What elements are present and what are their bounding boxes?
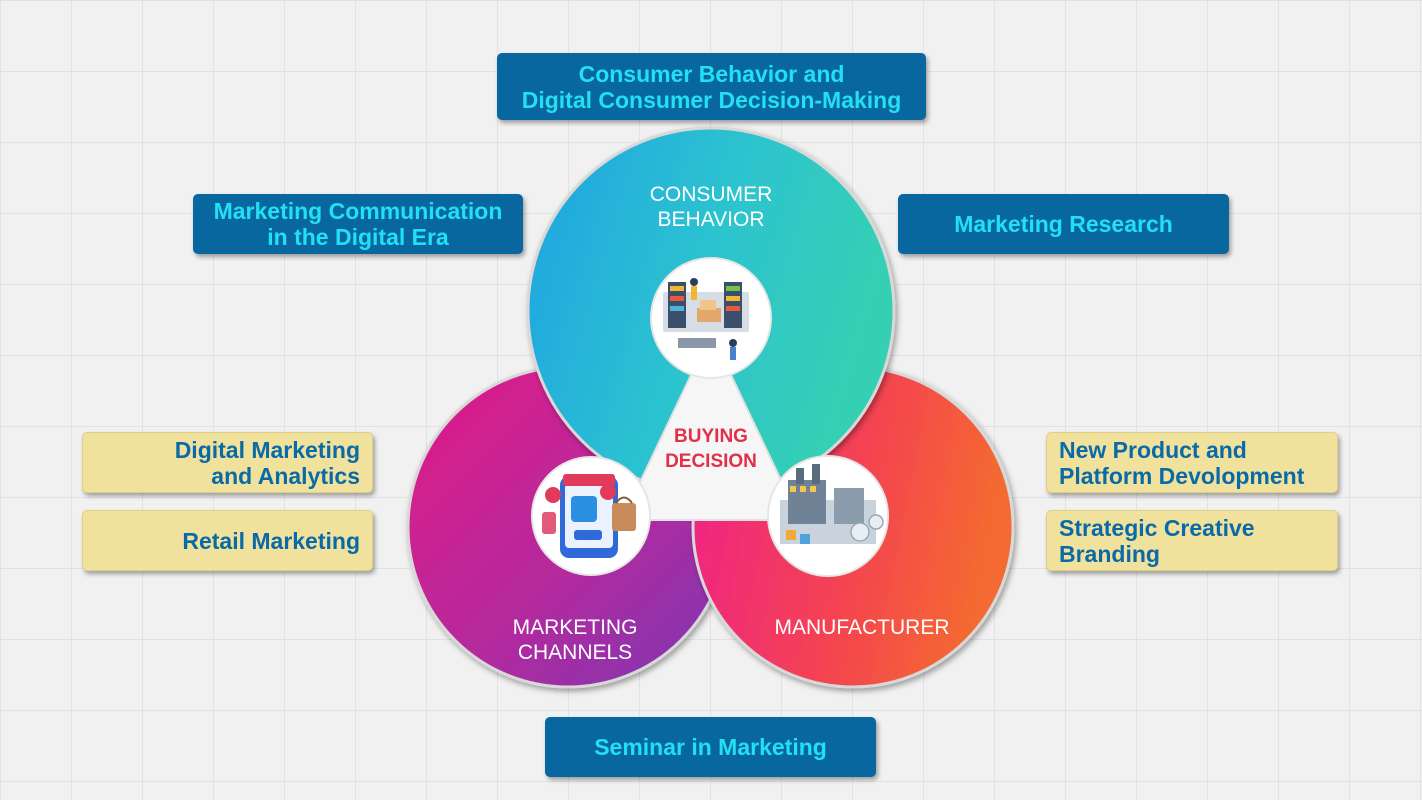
- course-top-line1: Consumer Behavior and: [578, 60, 845, 87]
- course-left-2-line1: Retail Marketing: [182, 527, 360, 554]
- course-right-2-line1: Strategic Creative: [1059, 514, 1255, 541]
- supermarket-shoppers-icon: [650, 257, 772, 379]
- channels-label-line1: MARKETING: [513, 616, 638, 639]
- course-right-2-line2: Branding: [1059, 540, 1160, 567]
- course-top-line2: Digital Consumer Decision-Making: [521, 86, 902, 113]
- course-left-2: Retail Marketing: [82, 510, 373, 571]
- course-upper-left: Marketing Communication in the Digital E…: [193, 194, 523, 254]
- course-left-1: Digital Marketing and Analytics: [82, 432, 373, 493]
- online-shop-phone-icon: [531, 456, 651, 576]
- channels-label-line2: CHANNELS: [518, 641, 632, 664]
- center-label-line1: BUYING: [674, 426, 748, 447]
- course-upper-left-line2: in the Digital Era: [267, 224, 449, 250]
- consumer-label-line1: CONSUMER: [650, 183, 773, 206]
- center-label-line2: DECISION: [665, 451, 757, 472]
- course-right-1-line1: New Product and: [1059, 436, 1247, 463]
- course-upper-left-line1: Marketing Communication: [213, 198, 503, 224]
- course-top: Consumer Behavior and Digital Consumer D…: [497, 53, 926, 120]
- course-bottom-line1: Seminar in Marketing: [594, 734, 827, 760]
- course-right-2: Strategic Creative Branding: [1046, 510, 1338, 571]
- course-bottom: Seminar in Marketing: [545, 717, 876, 777]
- course-left-1-line1: Digital Marketing: [174, 436, 360, 463]
- consumer-label-line2: BEHAVIOR: [658, 208, 765, 231]
- course-right-1-line2: Platform Devolopment: [1059, 462, 1305, 489]
- course-upper-right: Marketing Research: [898, 194, 1229, 254]
- manufacturer-label: MANUFACTURER: [774, 616, 949, 639]
- factory-icon: [767, 455, 889, 577]
- center-triangle: [620, 330, 802, 521]
- course-upper-right-line1: Marketing Research: [954, 211, 1173, 237]
- course-left-1-line2: and Analytics: [211, 462, 360, 489]
- course-right-1: New Product and Platform Devolopment: [1046, 432, 1338, 493]
